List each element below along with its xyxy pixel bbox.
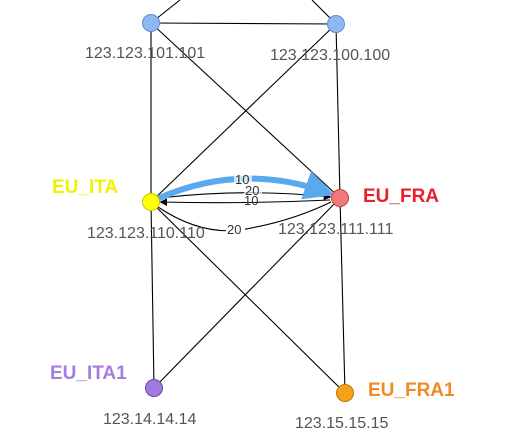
name-label-eu-ita1: EU_ITA1 <box>50 363 127 384</box>
metric-labels: 10 20 10 20 <box>226 172 262 237</box>
link-top-right-eu-ita[interactable] <box>150 23 337 203</box>
node-eu-ita1[interactable] <box>145 379 163 397</box>
node-layer <box>142 14 354 402</box>
metric-highlight-upper: 10 <box>235 172 249 187</box>
ip-label-eu-ita: 123.123.110.110 <box>87 225 205 242</box>
link-top-left-top-right[interactable] <box>150 22 337 25</box>
metric-middle-lower: 10 <box>244 193 258 208</box>
node-top-left[interactable] <box>142 14 160 32</box>
ip-labels: 123.123.101.101 123.123.100.100 123.123.… <box>85 45 393 432</box>
name-label-eu-ita: EU_ITA <box>52 177 118 198</box>
node-eu-fra1[interactable] <box>336 384 354 402</box>
link-eu-ita-eu-fra1[interactable] <box>150 201 346 394</box>
link-layer <box>150 0 346 394</box>
metric-middle-upper: 20 <box>245 183 259 198</box>
link-eu-fra-eu-ita1[interactable] <box>153 197 341 389</box>
node-eu-ita[interactable] <box>142 193 160 211</box>
ip-label-top-right: 123.123.100.100 <box>270 47 390 64</box>
name-labels: EU_ITA EU_FRA EU_ITA1 EU_FRA1 <box>50 177 455 401</box>
link-eu-fra-eu-fra1[interactable] <box>339 197 346 394</box>
node-eu-fra[interactable] <box>331 189 349 207</box>
link-fra-ita-middle-lower[interactable] <box>159 198 331 206</box>
name-label-eu-fra: EU_FRA <box>363 186 439 207</box>
ip-label-top-left: 123.123.101.101 <box>85 45 205 62</box>
link-top-right-eu-fra[interactable] <box>335 23 341 199</box>
link-eu-ita-eu-ita1[interactable] <box>150 201 155 389</box>
node-top-right[interactable] <box>327 15 345 33</box>
ip-label-eu-fra: 123.123.111.111 <box>278 221 393 238</box>
metric-bottom-curve: 20 <box>227 222 241 237</box>
name-label-eu-fra1: EU_FRA1 <box>368 380 455 401</box>
ip-label-eu-fra1: 123.15.15.15 <box>295 415 389 432</box>
ip-label-eu-ita1: 123.14.14.14 <box>103 411 197 428</box>
